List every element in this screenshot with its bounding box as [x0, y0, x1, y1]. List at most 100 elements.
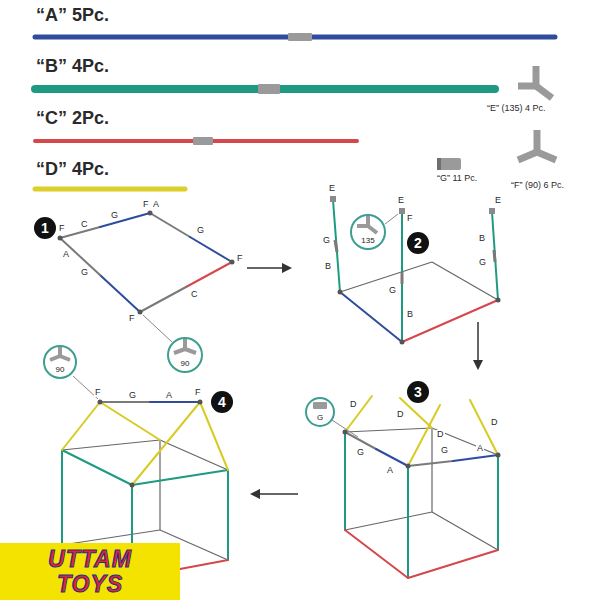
frame-rod: [376, 449, 408, 466]
step3-frame: [332, 396, 501, 578]
frame-rod: [227, 470, 229, 560]
frame-rod: [190, 237, 232, 262]
frame-rod: [100, 275, 140, 312]
frame-rod: [340, 262, 432, 292]
connector-e-icon: [518, 66, 552, 98]
node-text: 3: [414, 385, 422, 399]
node-text: 90: [56, 366, 65, 374]
node-text: UTTAM TOYS: [30, 547, 150, 595]
part-rods: [35, 33, 555, 189]
joint: [399, 208, 405, 214]
part-letter: A: [165, 391, 173, 400]
frame-rod: [453, 455, 498, 461]
part-label: “A” 5Pc.: [35, 6, 110, 24]
step1-frame: [58, 211, 235, 343]
joint: [343, 430, 348, 435]
roof-rod: [100, 402, 160, 440]
rod-joint: [494, 250, 495, 262]
roof-rod: [470, 400, 498, 455]
part-letter: G: [110, 211, 119, 220]
frame-rod: [333, 200, 340, 292]
frame-rod: [407, 466, 409, 578]
part-letter: F: [94, 388, 102, 397]
callout-circle: G: [305, 397, 335, 427]
part-letter: A: [152, 200, 160, 209]
joint: [198, 400, 203, 405]
step-number: 3: [407, 381, 429, 403]
part-letter: F: [142, 200, 150, 209]
part-letter: G: [440, 446, 449, 455]
callout-circle: 135: [350, 214, 386, 250]
rod-b: [35, 85, 495, 93]
tube-stub: [534, 130, 541, 152]
frame-rod: [132, 470, 228, 485]
node-text: 135: [361, 237, 374, 245]
step-arrow: [252, 493, 298, 495]
part-letter: E: [328, 184, 336, 193]
step-number: 4: [211, 391, 233, 413]
frame-rod: [100, 213, 150, 227]
roof-rod: [132, 402, 200, 485]
ridge-rod: [100, 401, 150, 403]
part-letter: A: [62, 250, 70, 259]
part-letter: F: [128, 314, 136, 323]
part-letter: E: [494, 196, 502, 205]
watermark-banner: UTTAM TOYS: [0, 543, 180, 600]
leader-line: [332, 420, 358, 437]
leader-line: [385, 214, 398, 224]
ridge-rod: [150, 401, 200, 403]
frame-rod: [401, 212, 403, 342]
part-letter: D: [436, 430, 445, 439]
part-letter: F: [236, 254, 244, 263]
part-letter: G: [356, 448, 365, 457]
frame-rod: [150, 213, 190, 237]
part-label: “B” 4Pc.: [35, 57, 110, 75]
part-letter: G: [80, 268, 89, 277]
step2-frame: [330, 196, 501, 345]
frame-rod: [140, 287, 186, 312]
joint-icon: [174, 339, 196, 353]
frame-rod: [340, 292, 402, 342]
part-letter: D: [396, 410, 405, 419]
tube-end: [437, 158, 441, 170]
frame-rod: [402, 300, 498, 342]
joint-icon: [357, 216, 377, 233]
joint-icon: [50, 347, 70, 360]
frame-rod: [431, 428, 432, 512]
callout-ground: [44, 346, 76, 378]
tube-stub: [518, 152, 537, 160]
frame-rod: [492, 212, 498, 300]
part-label: “F” (90) 6 Pc.: [510, 181, 565, 190]
part-letter: G: [128, 391, 137, 400]
node-text: G: [317, 414, 323, 422]
part-letter: G: [322, 236, 331, 245]
joint: [338, 290, 343, 295]
node-text: 4: [218, 395, 226, 409]
rod-d: [35, 187, 185, 192]
frame-rod: [345, 428, 432, 432]
joint: [148, 211, 153, 216]
callout-ground: [306, 398, 334, 426]
part-letter: D: [490, 418, 499, 427]
callout-circle: 90: [167, 337, 203, 373]
callout-ground: [351, 215, 385, 249]
joint: [230, 260, 235, 265]
joint: [98, 400, 103, 405]
rod-joint: [288, 33, 312, 41]
frame-rod: [344, 432, 346, 530]
joint: [130, 483, 135, 488]
rod-joint: [193, 137, 213, 145]
node-text: 1: [41, 221, 49, 235]
part-label: “C” 2Pc.: [35, 109, 110, 127]
rod-joint: [335, 240, 337, 252]
part-letter: G: [478, 258, 487, 267]
frame-rod: [432, 512, 498, 550]
frame-rod: [62, 440, 160, 450]
part-letter: F: [58, 224, 66, 233]
joint: [138, 310, 143, 315]
callout-ground: [168, 338, 202, 372]
roof-rod: [62, 402, 100, 450]
joint: [400, 340, 405, 345]
